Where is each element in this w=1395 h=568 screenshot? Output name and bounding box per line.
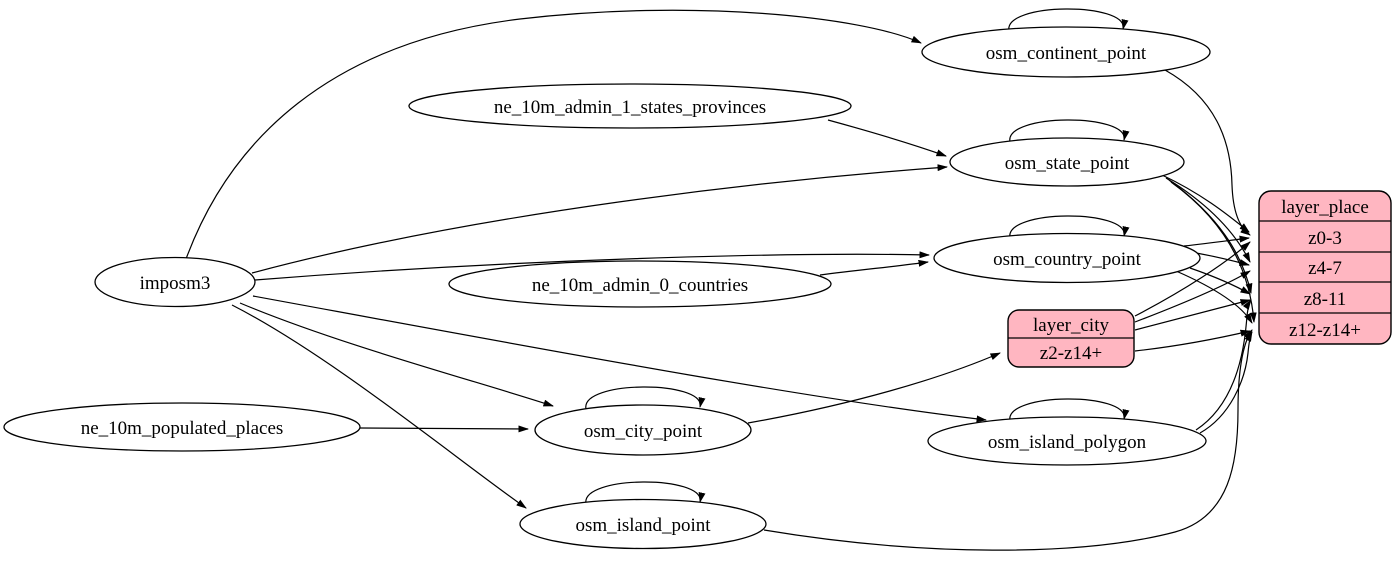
edges — [185, 8, 1257, 551]
node-osm_country_point-label: osm_country_point — [993, 249, 1141, 270]
record-layer_place-row-z4-7: z4-7 — [1308, 258, 1342, 279]
selfloop-osm_city_point — [585, 386, 706, 410]
record-layer_place-row-z12-z14: z12-z14+ — [1289, 320, 1361, 341]
edge-osm_state_point-layer_place-z8-11 — [1168, 179, 1253, 294]
edge-osm_country_point-layer_place-z0-3 — [1183, 235, 1250, 247]
node-osm_country_point: osm_country_point — [933, 232, 1201, 284]
node-ne_10m_admin_1_states_provinces-label: ne_10m_admin_1_states_provinces — [494, 97, 766, 118]
node-ne_10m_admin_1_states_provinces: ne_10m_admin_1_states_provinces — [408, 83, 852, 129]
edge-osm_city_point-layer_city-z2-z14 — [747, 352, 1001, 424]
edge-osm_island_polygon-layer_place-z8-11 — [1195, 299, 1252, 431]
edge-layer_city-layer_place-z4-7 — [1134, 270, 1251, 323]
selfloop-osm_island_point — [585, 481, 706, 505]
edge-osm_state_point-layer_place-z4-7 — [1165, 177, 1251, 263]
node-osm_continent_point-label: osm_continent_point — [986, 43, 1147, 64]
node-ne_10m_admin_0_countries-shape — [448, 260, 832, 308]
node-osm_city_point: osm_city_point — [534, 404, 752, 456]
node-ne_10m_admin_1_states_provinces-shape — [408, 83, 852, 129]
node-osm_city_point-label: osm_city_point — [584, 421, 703, 442]
edge-osm_state_point-layer_place-z0-3 — [1161, 174, 1250, 233]
record-layer_place-row-z0-3: z0-3 — [1308, 228, 1342, 249]
edge-imposm3-osm_city_point — [239, 302, 554, 407]
edge-imposm3-osm_island_polygon — [252, 295, 987, 423]
edge-osm_state_point-layer_place-z12-z14 — [1170, 181, 1257, 323]
selfloop-osm_country_point — [1009, 215, 1130, 239]
node-osm_continent_point-shape — [921, 26, 1211, 78]
edge-imposm3-osm_state_point — [251, 164, 948, 274]
edge-ne_10m_populated_places-osm_city_point — [359, 425, 529, 433]
edge-osm_country_point-layer_place-z12-z14 — [1175, 270, 1253, 324]
node-osm_city_point-shape — [534, 404, 752, 456]
node-imposm3-label: imposm3 — [140, 273, 211, 294]
edge-osm_continent_point-layer_place-z0-3 — [1164, 69, 1251, 236]
node-osm_country_point-shape — [933, 232, 1201, 284]
node-ne_10m_populated_places-shape — [3, 402, 361, 452]
selfloop-osm_island_polygon — [1009, 398, 1130, 422]
node-osm_island_point-label: osm_island_point — [575, 515, 711, 536]
node-osm_island_point: osm_island_point — [519, 498, 767, 550]
node-osm_state_point-shape — [949, 137, 1185, 187]
edge-osm_island_point-layer_place-z12-z14 — [763, 329, 1253, 551]
node-osm_island_polygon: osm_island_polygon — [927, 416, 1207, 466]
node-ne_10m_populated_places: ne_10m_populated_places — [3, 402, 361, 452]
record-layer_place-title: layer_place — [1281, 197, 1369, 218]
edge-osm_country_point-layer_place-z8-11 — [1189, 267, 1251, 295]
record-layer_city: layer_city z2-z14+ — [1007, 309, 1135, 368]
record-layer_city-row-z2-z14: z2-z14+ — [1040, 343, 1102, 364]
record-layer_place-row-z8-11: z8-11 — [1304, 289, 1347, 310]
node-osm_continent_point: osm_continent_point — [921, 26, 1211, 78]
node-osm_island_polygon-shape — [927, 416, 1207, 466]
edge-imposm3-osm_continent_point — [185, 9, 922, 260]
selfloop-osm_continent_point — [1008, 8, 1129, 32]
record-layer_place: layer_place z0-3 z4-7 z8-11 z12-z14+ — [1258, 190, 1392, 345]
record-layer_city-title: layer_city — [1033, 315, 1109, 336]
node-osm_island_polygon-label: osm_island_polygon — [988, 432, 1147, 453]
edge-layer_city-layer_place-z8-11 — [1134, 299, 1251, 331]
node-ne_10m_populated_places-label: ne_10m_populated_places — [81, 418, 284, 439]
node-osm_state_point-label: osm_state_point — [1005, 153, 1130, 174]
edge-layer_city-layer_place-z0-3 — [1134, 241, 1251, 317]
edge-ne_10m_admin_0_countries-osm_country_point — [819, 259, 929, 276]
edge-imposm3-osm_country_point — [254, 251, 930, 281]
node-osm_island_point-shape — [519, 498, 767, 550]
record-layer_place-shape — [1258, 190, 1392, 345]
node-imposm3-shape — [94, 256, 256, 308]
node-imposm3: imposm3 — [94, 256, 256, 308]
edge-imposm3-osm_island_point — [231, 304, 527, 509]
node-ne_10m_admin_0_countries: ne_10m_admin_0_countries — [448, 260, 832, 308]
node-ne_10m_admin_0_countries-label: ne_10m_admin_0_countries — [532, 275, 748, 296]
selfloop-osm_state_point — [1009, 119, 1130, 143]
node-osm_state_point: osm_state_point — [949, 137, 1185, 187]
edge-ne_10m_admin_1_states_provinces-osm_state_point — [827, 119, 947, 157]
edge-layer_city-layer_place-z12-z14 — [1134, 329, 1251, 352]
